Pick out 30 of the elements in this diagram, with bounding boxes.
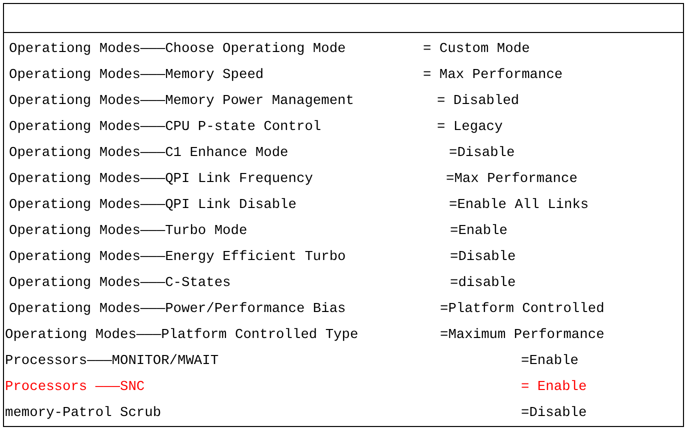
setting-name: Operationg Modes———Memory Power Management — [9, 94, 354, 110]
setting-value: = Custom Mode — [423, 42, 530, 58]
setting-name: Operationg Modes———Choose Operationg Mode — [9, 42, 346, 58]
setting-name: Operationg Modes———CPU P-state Control — [9, 120, 322, 136]
setting-name: Operationg Modes———QPI Link Frequency — [9, 172, 313, 188]
setting-value: =Platform Controlled — [440, 302, 604, 318]
setting-value: = Enable — [521, 380, 587, 396]
setting-name: Operationg Modes———C1 Enhance Mode — [9, 146, 288, 162]
setting-name: Processors———MONITOR/MWAIT — [5, 354, 219, 370]
setting-value: =Max Performance — [446, 172, 578, 188]
setting-name: memory-Patrol Scrub — [5, 406, 162, 422]
setting-value: =disable — [450, 276, 516, 292]
setting-name: Operationg Modes———Power/Performance Bias — [9, 302, 346, 318]
setting-name: Operationg Modes———Energy Efficient Turbo — [9, 250, 346, 266]
setting-value: =Maximum Performance — [440, 328, 604, 344]
setting-name: Operationg Modes———Platform Controlled Type — [5, 328, 358, 344]
setting-name: Operationg Modes———Turbo Mode — [9, 224, 248, 240]
setting-name: Processors ———SNC — [5, 380, 145, 396]
setting-value: = Max Performance — [423, 68, 563, 84]
setting-value: = Legacy — [437, 120, 503, 136]
setting-name: Operationg Modes———Memory Speed — [9, 68, 264, 84]
setting-name: Operationg Modes———C-States — [9, 276, 231, 292]
setting-value: =Enable — [521, 354, 578, 370]
setting-value: = Disabled — [437, 94, 520, 110]
setting-value: =Disable — [521, 406, 587, 422]
setting-value: =Enable All Links — [449, 198, 589, 214]
setting-value: =Disable — [450, 250, 516, 266]
setting-name: Operationg Modes———QPI Link Disable — [9, 198, 296, 214]
setting-value: =Disable — [449, 146, 515, 162]
setting-value: =Enable — [450, 224, 508, 240]
